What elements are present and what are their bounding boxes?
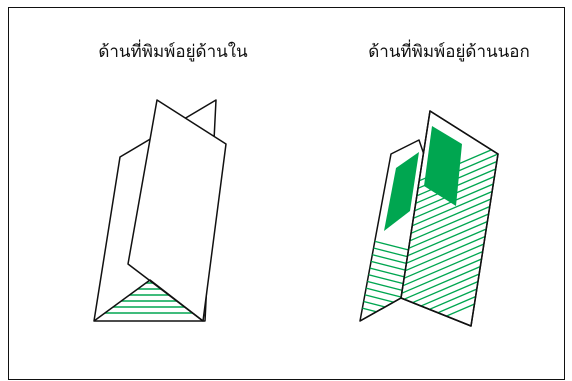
back-image-block	[384, 152, 419, 231]
front-panel-outline	[400, 110, 499, 327]
front-image-block	[424, 126, 462, 206]
bottom-edge-right	[359, 297, 402, 322]
label-printed-outside: ด้านที่พิมพ์อยู่ด้านนอก	[368, 42, 530, 62]
bottom-fold-left	[93, 279, 204, 322]
brochure-printed-inside	[93, 99, 227, 322]
brochure-printed-outside	[359, 110, 499, 327]
label-printed-inside: ด้านที่พิมพ์อยู่ด้านใน	[98, 42, 248, 62]
